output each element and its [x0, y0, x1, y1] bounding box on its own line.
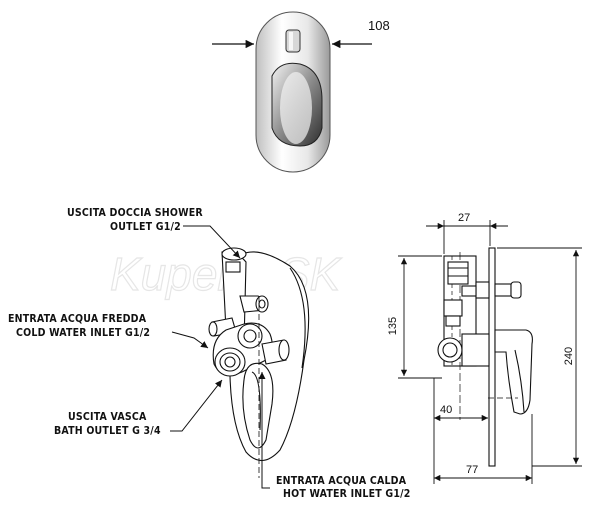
dim-total-height: 240: [563, 347, 575, 365]
dim-body-height: 135: [387, 317, 399, 335]
shower-outlet-label-line1: USCITA DOCCIA SHOWER: [67, 207, 203, 219]
side-view-dimensions: [398, 220, 582, 484]
front-view: 108: [212, 11, 390, 173]
shower-outlet-label-line2: OUTLET G1/2: [110, 221, 181, 233]
side-view: [437, 247, 533, 467]
dim-top-width: 27: [458, 212, 470, 224]
perspective-view: [208, 247, 310, 478]
dim-body-depth: 40: [440, 404, 452, 416]
front-width-dimension: 108: [368, 18, 390, 33]
labels: USCITA DOCCIA SHOWER OUTLET G1/2 ENTRATA…: [8, 207, 411, 500]
cold-inlet-label-line1: ENTRATA ACQUA FREDDA: [8, 313, 147, 325]
cold-inlet-label-line2: COLD WATER INLET G1/2: [16, 327, 150, 339]
dim-total-depth: 77: [466, 464, 478, 476]
bath-outlet-label-line1: USCITA VASCA: [68, 411, 147, 423]
hot-inlet-label-line2: HOT WATER INLET G1/2: [283, 488, 411, 500]
bath-outlet-label-line2: BATH OUTLET G 3/4: [54, 425, 161, 437]
hot-inlet-label-line1: ENTRATA ACQUA CALDA: [276, 475, 407, 487]
